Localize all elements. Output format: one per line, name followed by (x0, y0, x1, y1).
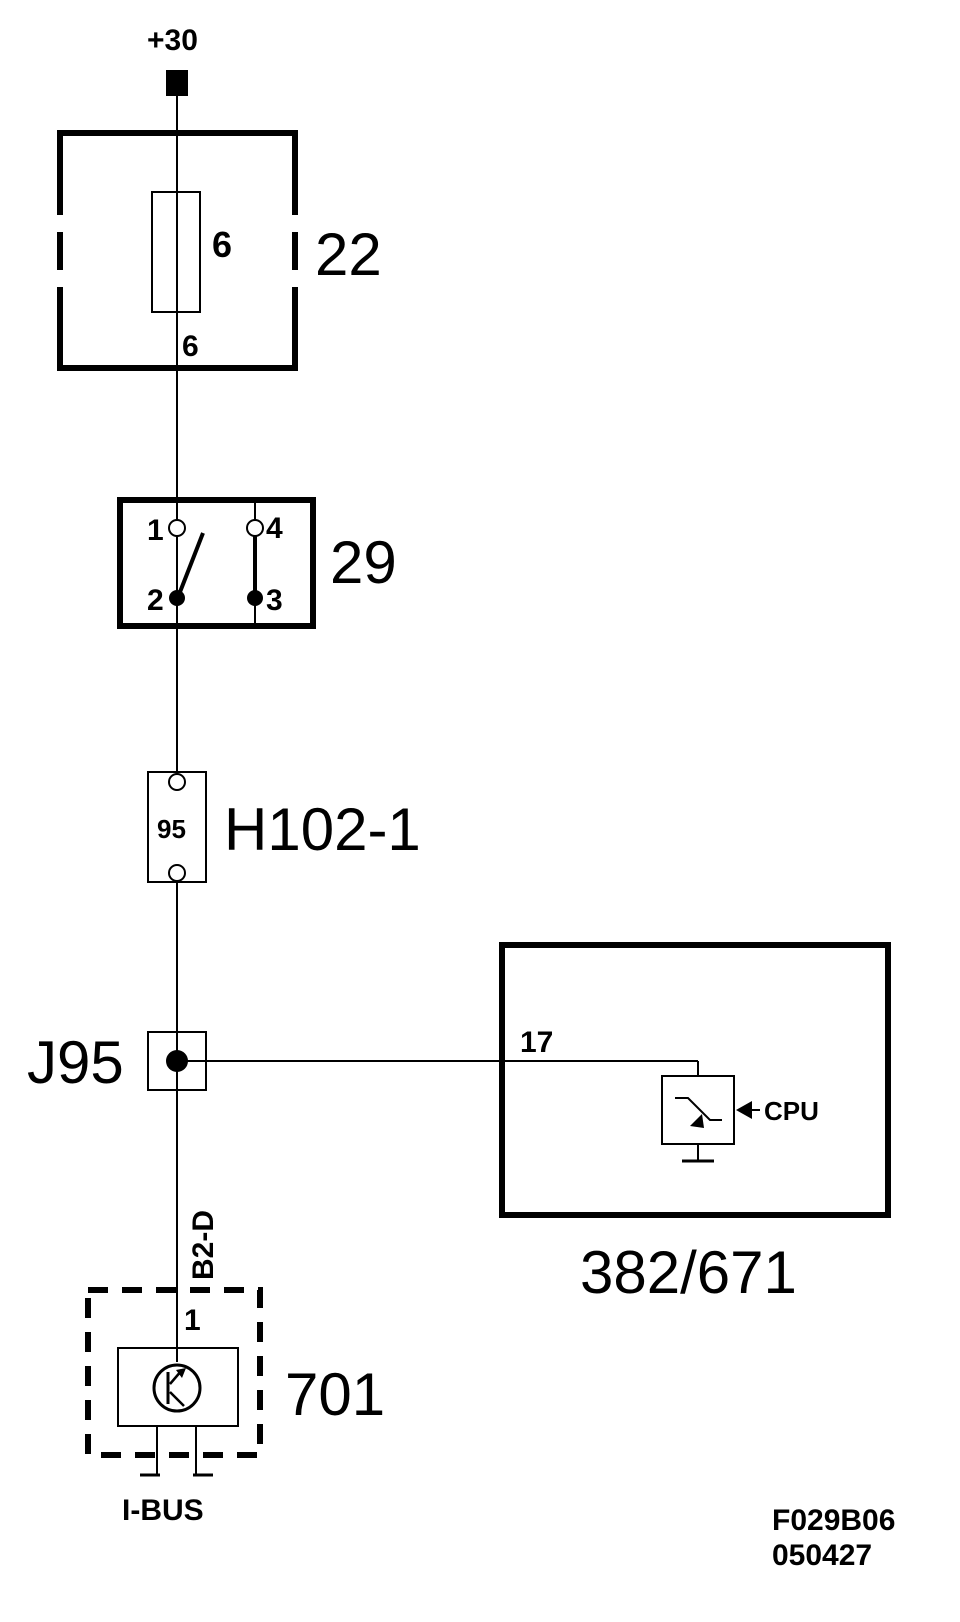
fuse-box-id: 22 (315, 221, 382, 288)
junction-id: J95 (27, 1029, 124, 1096)
diag-connector (85, 1287, 263, 1477)
supply-label: +30 (147, 24, 198, 57)
switch-pin-1: 1 (147, 514, 164, 547)
bus-label: I-BUS (122, 1494, 204, 1527)
supply-terminal (166, 70, 188, 96)
cpu-label: CPU (764, 1096, 819, 1126)
transceiver-arrow (690, 1114, 704, 1128)
ignition-switch (117, 497, 316, 629)
connector-h102-1 (147, 771, 207, 883)
diag-connector-pin: 1 (184, 1304, 201, 1337)
figure-code: F029B06 (772, 1504, 895, 1537)
transceiver-curve (675, 1097, 722, 1121)
switch-pin-3: 3 (266, 584, 283, 617)
control-unit-id: 382/671 (580, 1239, 797, 1306)
junction-j95 (147, 1031, 500, 1091)
switch-pin-1-terminal (168, 519, 186, 537)
fuse-box (57, 130, 298, 371)
switch-contact-arm (178, 532, 205, 593)
control-unit-pin: 17 (520, 1026, 553, 1059)
switch-pin-4-terminal (246, 519, 264, 537)
transceiver-symbol (661, 1075, 735, 1145)
connector-id: H102-1 (224, 796, 421, 863)
fuse-pin: 6 (182, 330, 199, 363)
wire-label: B2-D (187, 1210, 220, 1280)
fuse-number: 6 (212, 224, 232, 265)
cpu-arrow-icon (736, 1101, 752, 1119)
ignition-switch-id: 29 (330, 529, 397, 596)
switch-pin-2: 2 (147, 584, 164, 617)
control-unit (499, 942, 891, 1218)
figure-date: 050427 (772, 1539, 872, 1572)
connector-pin: 95 (157, 814, 186, 844)
transistor-icon (152, 1363, 202, 1413)
switch-pin-4: 4 (266, 512, 283, 545)
diag-connector-id: 701 (285, 1361, 385, 1428)
